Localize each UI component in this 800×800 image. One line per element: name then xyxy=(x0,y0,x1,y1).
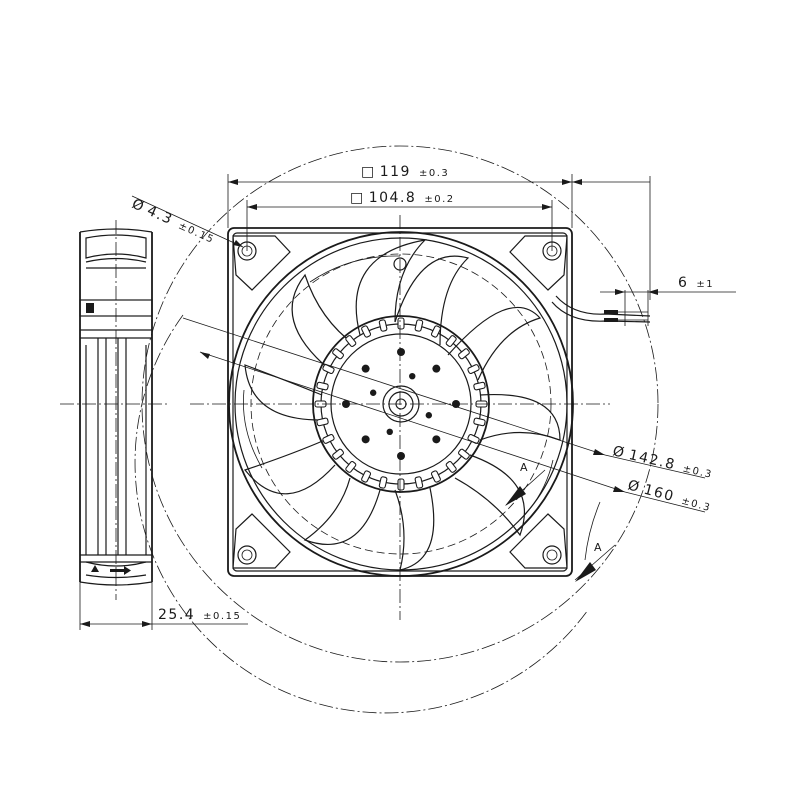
hub-slot xyxy=(345,335,357,347)
hub-dot xyxy=(397,348,405,356)
hub-dot xyxy=(361,435,370,444)
hub-dot xyxy=(386,428,393,436)
cable-offset-dimension: 6 ±1 xyxy=(600,274,736,326)
hub-slot xyxy=(378,476,388,489)
hub-slot xyxy=(414,319,424,332)
hub-slot xyxy=(332,448,344,460)
frame-width-text: □ 119 ±0.3 xyxy=(361,163,449,180)
section-marker-inner-label: A xyxy=(520,461,528,474)
motor-hub xyxy=(312,257,490,493)
hub-dot xyxy=(397,452,405,460)
hole-spacing-dimension: □ 104.8 ±0.2 xyxy=(246,189,553,251)
depth-dimension: 25.4 ±0.15 xyxy=(79,582,248,630)
hole-spacing-text: □ 104.8 ±0.2 xyxy=(350,189,455,206)
hub-dot xyxy=(409,372,416,380)
hub-slot xyxy=(467,364,480,375)
hub-slot xyxy=(430,470,441,483)
section-marker-inner: A xyxy=(505,461,546,506)
hub-slot xyxy=(316,381,329,391)
mounting-hole-top-right xyxy=(509,235,568,291)
hub-slots xyxy=(314,317,488,491)
hub-slot xyxy=(361,325,372,338)
mounting-hole-bottom-right xyxy=(509,513,568,569)
impeller-blades xyxy=(243,239,561,571)
section-marker-outer-label: A xyxy=(594,541,602,554)
clearance-arcs xyxy=(134,145,659,714)
mounting-hole-bottom-left xyxy=(232,513,291,569)
inner-diameter-text: Ø 142.8 ±0.3 xyxy=(611,442,715,482)
hub-dot xyxy=(432,364,441,373)
hub-slot xyxy=(458,448,470,460)
hub-slot xyxy=(473,417,486,427)
hub-slot xyxy=(445,335,457,347)
outer-diameter-text: Ø 160 ±0.3 xyxy=(626,476,714,515)
hole-diameter-text: Ø 4.3 ±0.15 xyxy=(129,195,218,247)
hub-slot xyxy=(322,433,335,444)
frame-width-dimension: □ 119 ±0.3 xyxy=(227,163,651,300)
hub-dot xyxy=(369,389,377,396)
hub-dots xyxy=(342,348,460,460)
hub-slot xyxy=(378,319,388,332)
hub-slot xyxy=(445,461,457,473)
depth-dimension-text: 25.4 ±0.15 xyxy=(158,606,241,623)
section-markers: A A xyxy=(505,461,616,582)
hub-slot xyxy=(473,381,486,391)
outer-diameter-dimension: Ø 160 ±0.3 xyxy=(199,351,714,515)
hub-dot xyxy=(432,435,441,444)
section-marker-outer: A xyxy=(574,541,616,582)
hub-dot xyxy=(361,364,370,373)
hub-dot xyxy=(425,412,433,419)
hub-slot xyxy=(361,470,372,483)
cable-offset-text: 6 ±1 xyxy=(678,274,714,291)
mounting-holes xyxy=(232,235,568,569)
hub-slot xyxy=(414,476,424,489)
hub-slot xyxy=(458,348,470,360)
mounting-hole-top-left xyxy=(232,235,291,291)
cable-exit xyxy=(551,295,651,323)
hub-slot xyxy=(345,461,357,473)
hub-slot xyxy=(332,348,344,360)
side-view xyxy=(60,220,170,600)
hub-slot xyxy=(316,417,329,427)
hub-slot xyxy=(322,364,335,375)
hub-slot xyxy=(430,325,441,338)
hub-slot xyxy=(397,478,405,491)
hub-slot xyxy=(397,317,405,330)
